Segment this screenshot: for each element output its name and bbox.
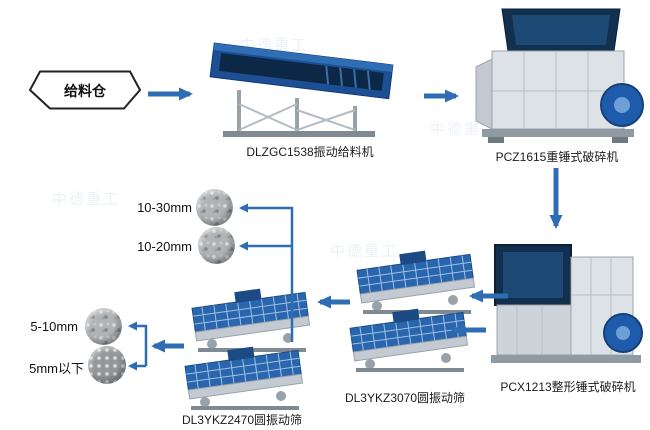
watermark-text: 中德重工 <box>430 121 499 138</box>
gravel-pile-5-10 <box>85 308 122 345</box>
screen1-caption: DL3YKZ3070圆振动筛 <box>344 391 466 405</box>
shaping-crusher-image <box>487 235 647 378</box>
output-label-5-10: 5-10mm <box>30 319 78 334</box>
feed-bin-label: 给料仓 <box>64 83 106 99</box>
output-label-under-5: 5mm以下 <box>29 361 84 376</box>
feed-bin-shape <box>28 70 142 110</box>
hammer-crusher-image <box>468 5 646 150</box>
screen-2470-lower-image <box>183 346 307 417</box>
gravel-pile-10-30 <box>196 189 233 226</box>
feeder-trough <box>209 42 394 100</box>
crusher1-hopper-inner <box>512 15 610 45</box>
watermark-text: 中德重工 <box>52 191 121 208</box>
feed-bin-node: 给料仓 <box>28 70 142 110</box>
feeder-braces <box>238 103 356 131</box>
screen2-caption: DL3YKZ2470圆振动筛 <box>181 413 303 427</box>
crusher2-caption: PCX1213整形锤式破碎机 <box>500 380 636 394</box>
feeder-base <box>223 131 375 137</box>
output-label-10-30: 10-30mm <box>137 200 192 215</box>
crusher1-chute <box>475 58 493 130</box>
crusher2-lower-body <box>496 304 572 356</box>
crusher1-caption: PCZ1615重锤式破碎机 <box>495 150 619 164</box>
feeder-caption: DLZGC1538振动给料机 <box>246 145 374 159</box>
gravel-pile-under-5 <box>88 346 126 384</box>
vibrating-feeder-image <box>205 30 400 147</box>
crusher2-inlet-inner <box>503 252 563 298</box>
screen-3070-lower-image <box>348 308 472 379</box>
connector-bracket-to-pile-5-10 <box>128 321 148 366</box>
watermark-text: 中德重工 <box>330 243 399 260</box>
gravel-pile-10-20 <box>198 227 235 264</box>
crusher2-base <box>491 355 641 363</box>
output-label-10-20: 10-20mm <box>137 239 192 254</box>
crusher1-base <box>482 129 634 137</box>
